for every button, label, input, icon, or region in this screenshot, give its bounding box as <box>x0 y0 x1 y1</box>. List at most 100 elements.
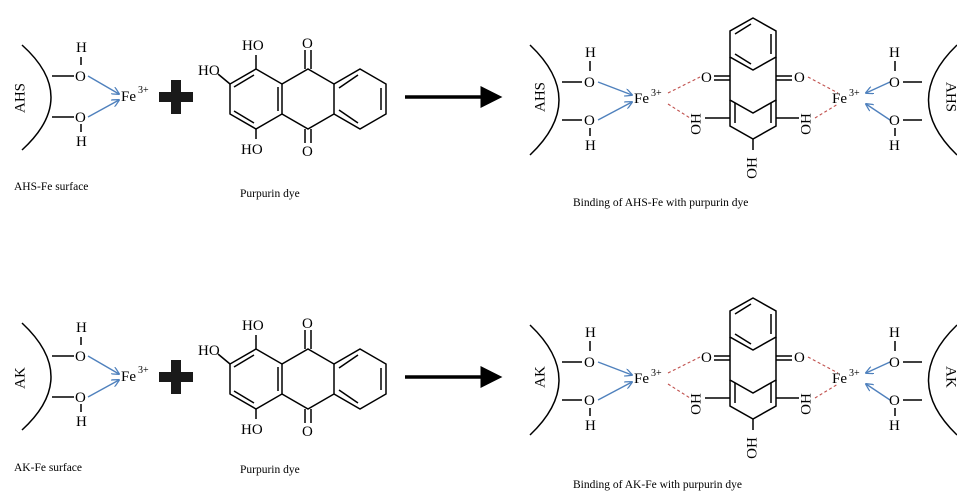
product-caption: Binding of AK-Fe with purpurin dye <box>573 479 742 491</box>
product-complex: AHS H O O H Fe 3+ O <box>529 17 957 179</box>
row-ahs: AHS H O O H Fe 3+ <box>12 17 957 209</box>
product-coord-bottom-left <box>597 102 632 121</box>
oh-bond-2 <box>217 73 231 85</box>
coordination-arrow-bottom <box>87 100 119 118</box>
product-iron-right: Fe <box>832 91 847 107</box>
product-iron-charge-left: 3+ <box>651 368 662 379</box>
heavy-plus-icon <box>159 80 193 114</box>
coordination-arrow-top <box>87 75 119 94</box>
hydroxyl-h-top: H <box>76 320 87 336</box>
product-ring-top <box>729 17 777 71</box>
product-hydroxyl-right: OH <box>798 393 814 415</box>
hydroxyl-h-bottom: H <box>76 414 87 430</box>
product-h-top-right: H <box>889 325 900 341</box>
product-carbonyl-o-left: O <box>701 350 712 366</box>
product-hydroxyl-left: OH <box>688 393 704 415</box>
hydroxyl-o-bottom: O <box>75 390 86 406</box>
product-hydroxyl-right: OH <box>798 113 814 135</box>
carbonyl-o-bottom: O <box>302 144 313 160</box>
hydroxyl-4: HO <box>241 422 263 438</box>
ring-a-double-1 <box>233 74 255 88</box>
coordination-arrow-top <box>87 355 119 374</box>
product-h-bottom-right: H <box>889 138 900 154</box>
hydroxyl-1: HO <box>242 38 264 54</box>
hbond-bottom-left <box>667 383 691 399</box>
dye-caption: Purpurin dye <box>240 464 300 476</box>
carbonyl-o-top: O <box>302 316 313 332</box>
product-support-label-left: AK <box>532 366 548 388</box>
product-support-curve-left <box>529 324 560 436</box>
ring-c-double-1 <box>338 354 359 369</box>
product-coord-bottom-left <box>597 382 632 401</box>
support-label: AK <box>12 367 28 389</box>
product-hydroxyl-left: OH <box>688 113 704 135</box>
product-o-bottom-right: O <box>889 113 900 129</box>
product-support-label-right: AHS <box>943 82 957 112</box>
hydroxyl-2: HO <box>198 343 220 359</box>
product-h-bottom-left: H <box>585 138 596 154</box>
coordination-arrow-bottom <box>87 380 119 398</box>
hydroxyl-4: HO <box>241 142 263 158</box>
product-ring-top-d1 <box>734 303 752 315</box>
product-support-curve-right <box>927 44 957 156</box>
product-support-label-left: AHS <box>532 82 548 112</box>
hydroxyl-o-top: O <box>75 69 86 85</box>
product-iron-charge-right: 3+ <box>849 88 860 99</box>
product-hydroxyl-bottom: OH <box>744 437 760 459</box>
product-coord-top-left <box>597 81 632 95</box>
hydroxyl-h-bottom: H <box>76 134 87 150</box>
product-o-top-right: O <box>889 355 900 371</box>
product-o-bottom-left: O <box>584 393 595 409</box>
product-support-curve-left <box>529 44 560 156</box>
product-coord-top-right <box>866 81 891 93</box>
purpurin-molecule: O O HO HO HO <box>198 36 387 160</box>
iron-symbol: Fe <box>121 369 136 385</box>
carbonyl-o-top: O <box>302 36 313 52</box>
ring-b <box>281 348 335 410</box>
hbond-bottom-left <box>667 103 691 119</box>
product-o-bottom-left: O <box>584 113 595 129</box>
ring-a <box>229 68 283 130</box>
ring-c-double-1 <box>338 74 359 89</box>
product-iron-charge-right: 3+ <box>849 368 860 379</box>
purpurin-molecule: O O HO HO HO <box>198 316 387 440</box>
product-coord-bottom-right <box>866 384 891 401</box>
product-h-top-left: H <box>585 325 596 341</box>
ring-b <box>281 68 335 130</box>
product-support-label-right: AK <box>943 366 957 388</box>
product-carbonyl-o-right: O <box>794 70 805 86</box>
product-o-bottom-right: O <box>889 393 900 409</box>
product-ring-bottom <box>729 380 777 420</box>
product-support-curve-right <box>927 324 957 436</box>
ring-c <box>333 68 387 130</box>
product-ring-bottom <box>729 100 777 140</box>
product-iron-right: Fe <box>832 371 847 387</box>
ring-c-double-3 <box>338 389 359 404</box>
support-surface-curve <box>21 44 52 151</box>
hydroxyl-o-top: O <box>75 349 86 365</box>
heavy-plus-icon <box>159 360 193 394</box>
product-carbonyl-o-right: O <box>794 350 805 366</box>
iron-symbol: Fe <box>121 89 136 105</box>
ring-c-double-3 <box>338 109 359 124</box>
iron-center: Fe 3+ <box>121 85 149 105</box>
hbond-top-left <box>667 356 701 374</box>
support-surface-curve <box>21 322 52 431</box>
hydroxyl-2: HO <box>198 63 220 79</box>
hbond-top-right <box>807 76 839 94</box>
oh-bond-2 <box>217 353 231 365</box>
product-ring-top-d3 <box>734 333 752 345</box>
product-ring-middle <box>729 337 777 394</box>
product-hydroxyl-bottom: OH <box>744 157 760 179</box>
product-ring-middle <box>729 57 777 114</box>
surface-caption: AK-Fe surface <box>14 462 82 474</box>
hbond-top-right <box>807 356 839 374</box>
product-coord-top-right <box>866 361 891 373</box>
product-coord-bottom-right <box>866 104 891 121</box>
product-coord-top-left <box>597 361 632 375</box>
carbonyl-o-bottom: O <box>302 424 313 440</box>
dye-caption: Purpurin dye <box>240 188 300 200</box>
hbond-top-left <box>667 76 701 94</box>
hydroxyl-h-top: H <box>76 40 87 56</box>
